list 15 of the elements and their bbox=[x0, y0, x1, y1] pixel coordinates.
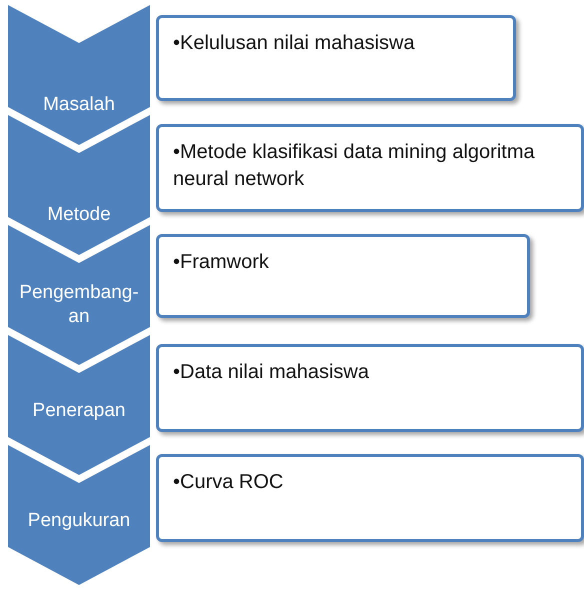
step-label: Penerapan bbox=[32, 399, 126, 423]
bullet-text: •Framwork bbox=[173, 250, 270, 275]
content-box bbox=[156, 15, 516, 101]
step-label: Pengukuran bbox=[26, 509, 132, 533]
bullet-text: •Data nilai mahasiswa bbox=[173, 360, 370, 385]
bullet-text: •Kelulusan nilai mahasiswa bbox=[173, 31, 416, 56]
bullet-text: •Curva ROC bbox=[173, 470, 284, 495]
content-box bbox=[156, 234, 530, 318]
step-label: Masalah bbox=[42, 93, 116, 117]
step-label: Metode bbox=[46, 203, 112, 227]
bullet-text: •Metode klasifikasi data mining algoritma neural network bbox=[173, 140, 536, 192]
content-box bbox=[156, 454, 584, 542]
step-label: Pengembang-an bbox=[18, 281, 140, 329]
content-box bbox=[156, 344, 584, 432]
content-box bbox=[156, 124, 584, 212]
